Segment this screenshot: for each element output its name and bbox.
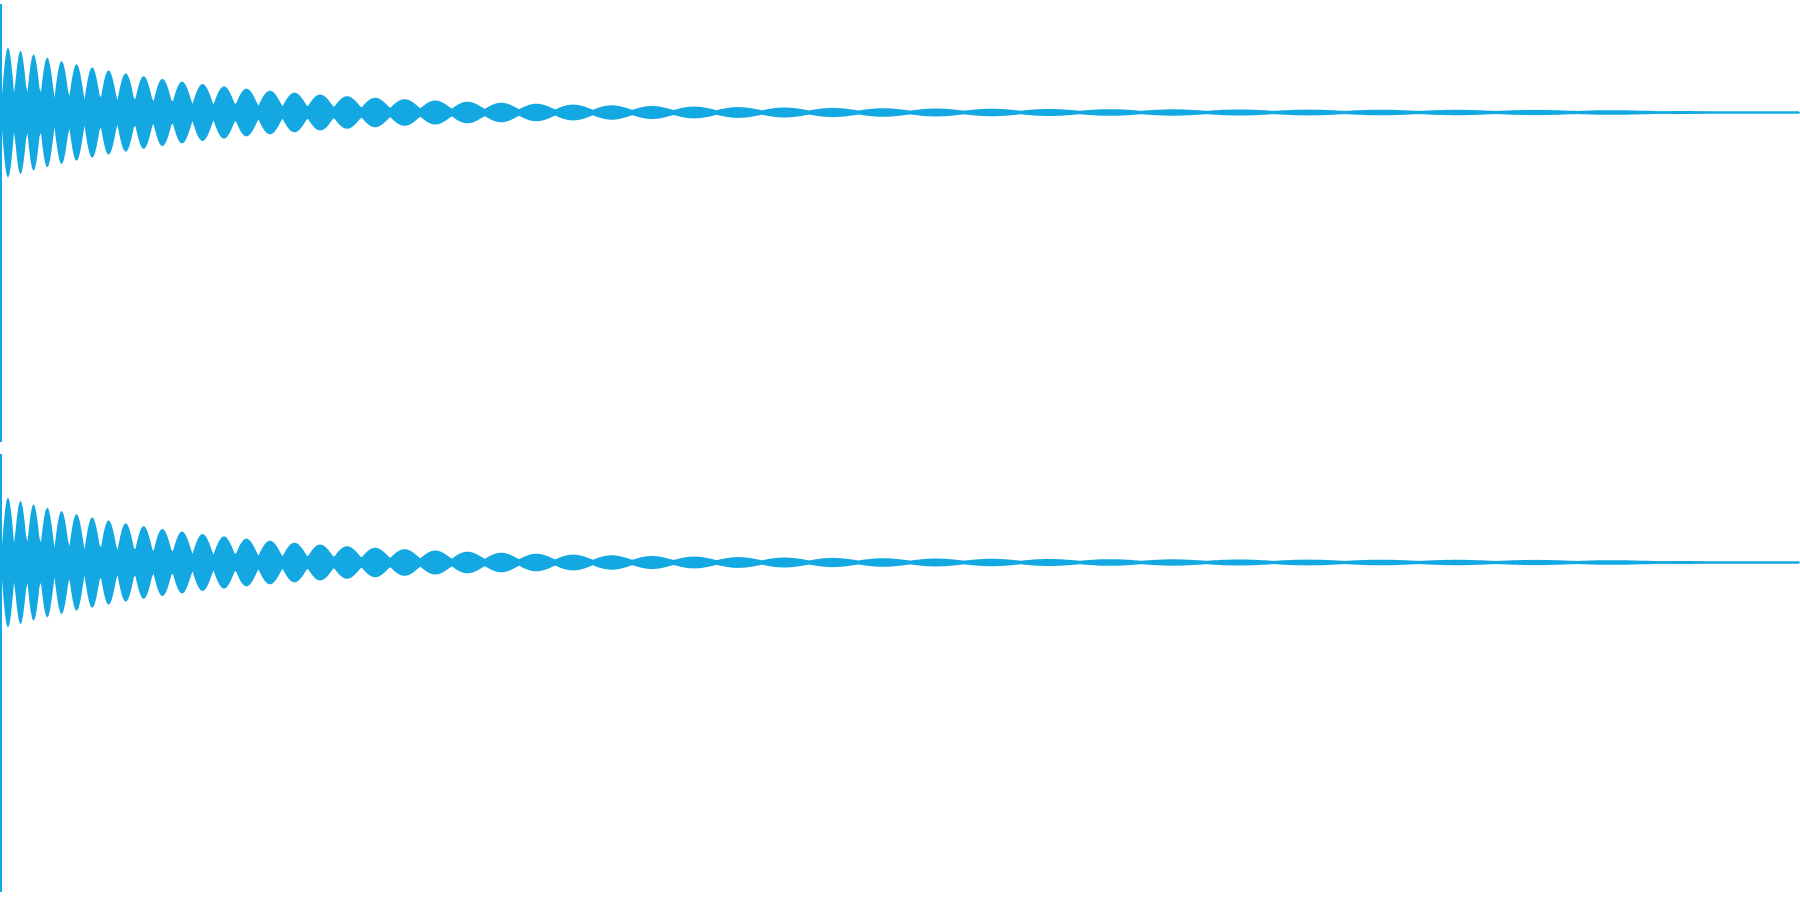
channel-1-waveform	[0, 4, 1800, 442]
channel-2-waveform	[0, 454, 1800, 892]
